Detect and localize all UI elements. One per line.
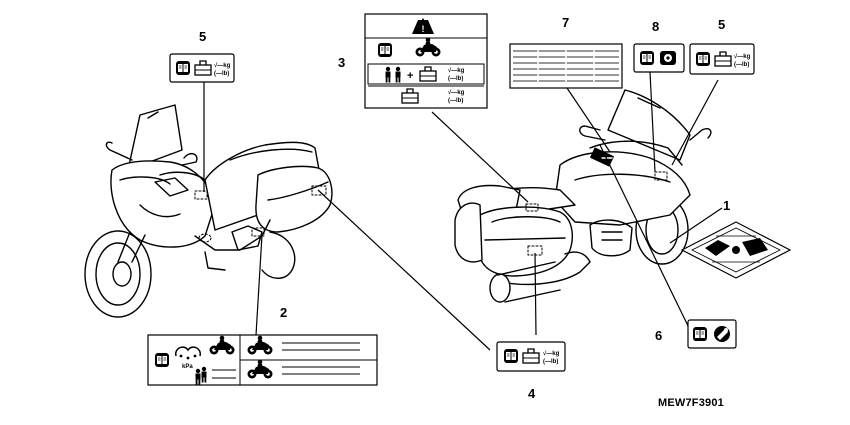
callout-1: 1 [723,198,731,213]
svg-text:(—lb): (—lb) [734,62,749,68]
callout-3: 3 [338,55,346,70]
label-7-text-plate [509,43,623,89]
svg-text:(—lb): (—lb) [448,98,463,104]
motorcycle-rear-view [454,89,712,303]
svg-text:√—kg: √—kg [543,350,560,357]
callout-8: 8 [652,19,660,34]
callout-7: 7 [562,15,570,30]
svg-text:+: + [407,70,413,82]
callout-5-right: 5 [718,17,726,32]
label-1-diamond [680,221,792,279]
svg-text:√—kg: √—kg [448,89,465,96]
svg-text:(—lb): (—lb) [214,71,229,77]
callout-2: 2 [280,305,288,320]
leader-lines [203,71,723,351]
label-8 [633,43,685,73]
label-5-right: √—kg (—lb) [689,43,755,75]
label-5-left: √—kg (—lb) [169,53,235,83]
svg-text:√—kg: √—kg [448,67,465,74]
svg-text:(—lb): (—lb) [543,359,558,365]
label-6 [687,319,737,349]
svg-text:!: ! [422,24,425,34]
callout-5-left: 5 [199,29,207,44]
motorcycle-front-view [84,104,333,318]
label-4: √—kg (—lb) [496,341,566,372]
svg-text:√—kg: √—kg [734,53,751,60]
callout-6: 6 [655,328,663,343]
label-3-warning: ! + √—kg (—lb) √—kg (—lb) [364,13,488,109]
svg-text:(—lb): (—lb) [448,76,463,82]
diagram-code: MEW7F3901 [658,397,724,409]
label-2-tire-info: kPa [147,334,378,386]
callout-4: 4 [528,386,536,401]
kpa-text: kPa [182,364,193,370]
svg-text:√—kg: √—kg [214,62,231,69]
